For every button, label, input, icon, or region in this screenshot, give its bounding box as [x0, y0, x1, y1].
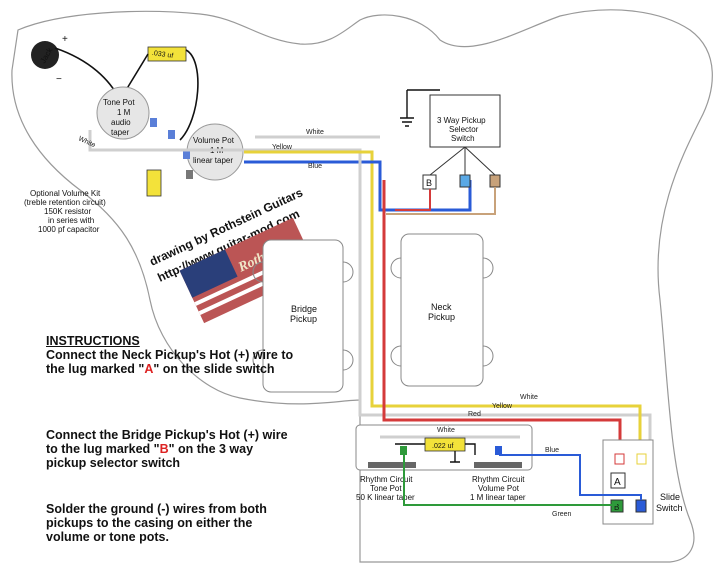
bridge-pickup-label-1: Bridge [291, 304, 317, 314]
slide-lug-a [610, 472, 626, 489]
red-wire [395, 189, 431, 211]
instruction-step-3: Solder the ground (-) wires from both pi… [46, 502, 267, 544]
slide-switch-label-2: Switch [656, 503, 683, 513]
tone-pot-label-4: taper [111, 128, 130, 137]
white-wire-label-lower: White [520, 394, 538, 401]
rhythm-black-wire [395, 443, 476, 463]
slide-switch-label-1: Slide [660, 492, 680, 502]
jack-minus-icon: − [56, 74, 62, 85]
neck-pickup-label-1: Neck [431, 302, 452, 312]
volume-pot-label-1: Volume Pot [193, 136, 235, 145]
blue-wire-label: Blue [308, 163, 322, 170]
optional-kit-line-4: in series with [48, 216, 94, 225]
rhythm-volume-label-2: Volume Pot [478, 484, 520, 493]
selector-label-3: Switch [451, 134, 475, 143]
instruction-step-1-text: Connect the Neck Pickup's Hot (+) wire t… [46, 348, 294, 376]
selector-lug-3 [489, 174, 501, 188]
ground-wire [400, 89, 440, 127]
blue-wire-lower [499, 454, 642, 500]
white-wire-vertical [358, 160, 652, 460]
instruction-step-1-text-end: " on the slide switch [153, 362, 275, 376]
pot-lug [150, 118, 157, 127]
pot-lug [168, 130, 175, 139]
optional-kit-line-1: Optional Volume Kit [30, 189, 101, 198]
slide-lug-a-label: A [614, 477, 621, 488]
tone-pot [96, 86, 150, 140]
rhythm-tone-label-2: Tone Pot [370, 484, 402, 493]
rhythm-volume-pot [474, 462, 522, 468]
yellow-wire-vertical [370, 168, 642, 460]
slide-lug-blue [635, 499, 647, 513]
pot-lug [183, 150, 190, 159]
green-wire-label: Green [552, 511, 572, 518]
rhythm-tone-pot [368, 462, 416, 468]
slide-lug-top-2 [636, 453, 647, 465]
optional-kit-line-3: 150K resistor [44, 207, 91, 216]
bridge-pickup-screws [252, 261, 354, 371]
tone-pot-label-1: Tone Pot [103, 98, 135, 107]
instruction-step-2-text: Connect the Bridge Pickup's Hot (+) wire… [46, 428, 288, 456]
white-wire-label: White [306, 129, 324, 136]
selector-lug-b-label: B [426, 178, 432, 188]
tone-pot-label-3: audio [111, 118, 131, 127]
bridge-pickup-label-2: Pickup [290, 314, 317, 324]
white-wire-label-left: White [77, 135, 96, 149]
volume-pot-label-3: linear taper [193, 156, 233, 165]
rhythm-lug-green [400, 446, 407, 455]
slide-lug-b-label: B [614, 503, 619, 512]
selector-lug-2 [459, 174, 471, 188]
pot-lug [186, 170, 193, 179]
instructions: INSTRUCTIONS Connect the Neck Pickup's H… [46, 334, 296, 376]
instructions-title: INSTRUCTIONS [46, 334, 140, 348]
optional-kit-line-5: 1000 pf capacitor [38, 225, 100, 234]
white-wire [88, 130, 380, 160]
instruction-step-1-mark: A [144, 362, 154, 376]
tone-pot-label-2: 1 M [117, 108, 131, 117]
blue-wire-label-lower: Blue [545, 447, 559, 454]
instruction-step-2-mark: B [159, 442, 169, 456]
instruction-step-2: Connect the Bridge Pickup's Hot (+) wire… [46, 428, 296, 470]
instruction-step-1: Connect the Neck Pickup's Hot (+) wire t… [46, 348, 296, 376]
instruction-step-2-text-end: " on the 3 way pickup selector switch [46, 442, 254, 470]
tan-wire [386, 187, 496, 215]
bridge-pickup [262, 239, 344, 393]
rhythm-tone-label-3: 50 K linear taper [356, 493, 415, 502]
rhythm-lug-blue [495, 446, 502, 455]
yellow-wire-label-lower: Yellow [492, 403, 513, 410]
slide-lug-top-1 [614, 453, 625, 465]
rhythm-volume-label-3: 1 M linear taper [470, 493, 526, 502]
green-wire [403, 455, 617, 506]
selector-label-2: Selector [449, 125, 479, 134]
optional-kit-line-2: (treble retention circuit) [24, 198, 106, 207]
selector-legs [429, 146, 496, 176]
capacitor-022-label: .022 uf [432, 443, 453, 450]
neck-pickup-label-2: Pickup [428, 312, 455, 322]
red-wire-label-lower: Red [468, 411, 481, 418]
jack-plus-icon: + [62, 34, 68, 45]
blue-wire [244, 160, 472, 212]
neck-pickup [400, 233, 484, 387]
yellow-wire-label: Yellow [272, 144, 293, 151]
jack-icon [31, 41, 59, 69]
rhythm-volume-label-1: Rhythm Circuit [472, 475, 525, 484]
pickguard-outline [11, 9, 713, 563]
capacitor-033-label: .033 uf [151, 50, 173, 60]
rhythm-white-label: White [437, 427, 455, 434]
selector-label-1: 3 Way Pickup [437, 116, 486, 125]
optional-resistor [146, 169, 162, 197]
rhythm-tone-label-1: Rhythm Circuit [360, 475, 413, 484]
neck-pickup-screws [390, 257, 494, 367]
